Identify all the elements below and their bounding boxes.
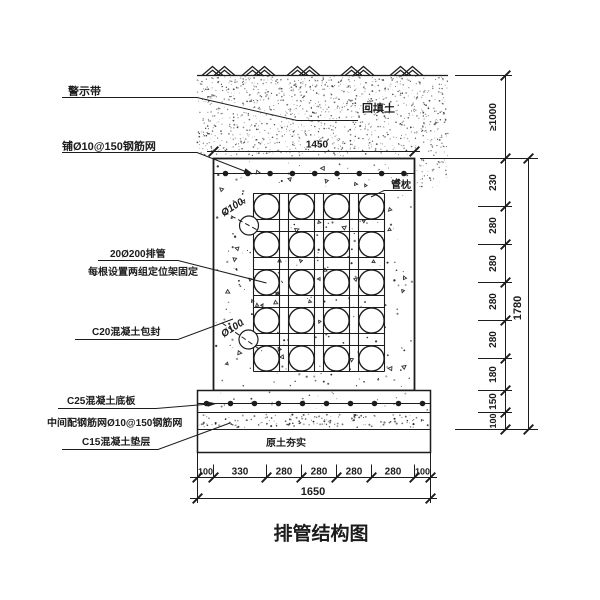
- dimension-top-width: 1450: [207, 140, 420, 157]
- dim-bottom-segment-3: 280: [311, 467, 328, 478]
- dim-bottom-segment-6: 100: [415, 467, 430, 477]
- backfill-label: 回填土: [362, 102, 395, 115]
- encasement-leader: [75, 318, 234, 340]
- cushion-label: C15混凝土垫层: [82, 436, 150, 448]
- dim-top-width-value: 1450: [306, 140, 329, 151]
- dim-ticks: [208, 146, 420, 157]
- warning-tape-leader: [62, 97, 358, 121]
- dim-right-segment-2: 280: [488, 217, 499, 234]
- dim-right-segment-7: 150: [488, 393, 499, 410]
- dimension-chain-bottom: 100 330 280 280 280 280 100 1650: [190, 453, 437, 504]
- dim-right-segment-1: 230: [488, 174, 499, 191]
- slab-label-line2: 中间配钢筋网Ø10@150钢筋网: [47, 417, 182, 429]
- dim-bottom-segment-0: 100: [198, 467, 213, 477]
- ground-hatch-marks: [201, 65, 424, 76]
- dimension-chain-right: ≥1000 230 280 280 280 280 180 150 100 1780: [420, 70, 538, 435]
- dim-bottom-total: 1650: [301, 486, 325, 498]
- warning-tape-label: 警示带: [67, 85, 101, 98]
- pipe-cradle-label: 管枕: [391, 179, 411, 191]
- dim-bottom-segment-5: 280: [385, 467, 402, 478]
- pipe-cradle-leader: [370, 190, 412, 198]
- pipes-label-line1: 20Ø200排管: [110, 248, 166, 260]
- slab-label-line1: C25混凝土底板: [67, 395, 136, 407]
- backfill-soil-stipple: [196, 75, 449, 188]
- cushion-leader: [62, 422, 231, 450]
- dim-right-segment-4: 280: [488, 293, 499, 310]
- pipes-label-line2: 每根设置两组定位架固定: [88, 266, 198, 278]
- top-mesh-arrow: [243, 168, 253, 174]
- top-mesh-leader: [62, 152, 253, 175]
- drawing-title: 排管结构图: [273, 523, 368, 545]
- drain-pipe-circle-bottom: [238, 329, 259, 350]
- drain-leader-bottom: [221, 322, 263, 352]
- slab-leader: [58, 403, 217, 409]
- left-annotations: 警示带 铺Ø10@150钢筋网 20Ø200排管 每根设置两组定位架固定 C20…: [47, 85, 358, 450]
- encasement-label: C20混凝土包封: [92, 326, 160, 338]
- slab-leader-arrow: [207, 401, 217, 407]
- dim-right-segment-6: 180: [488, 366, 499, 383]
- top-mesh-label: 铺Ø10@150钢筋网: [62, 140, 156, 153]
- dim-bottom-segment-4: 280: [346, 467, 363, 478]
- compacted-soil-label: 原土夯实: [266, 437, 306, 449]
- dim-right-segment-3: 280: [488, 255, 499, 272]
- pipe-grid: [252, 192, 386, 373]
- dim-right-segment-8: 100: [488, 413, 498, 428]
- dim-right-segment-5: 280: [488, 331, 499, 348]
- drain-leader-top: [223, 211, 264, 234]
- dim-bottom-segment-2: 280: [276, 467, 293, 478]
- pipes-leader: [98, 260, 267, 284]
- dim-bottom-segment-1: 330: [232, 467, 249, 478]
- dim-right-total: 1780: [512, 296, 524, 320]
- dim-right-segment-0: ≥1000: [488, 103, 499, 131]
